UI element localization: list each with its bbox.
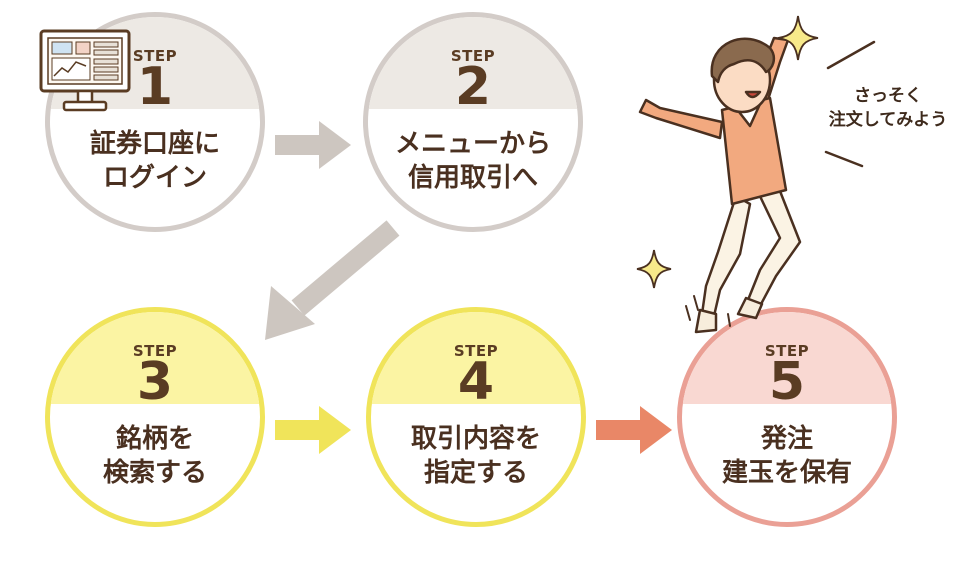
step-2-circle: STEP 2 メニューから 信用取引へ [363, 12, 583, 232]
step-number: 2 [454, 57, 492, 117]
monitor-icon [39, 29, 131, 112]
step-label: STEP [450, 47, 496, 65]
step-label: STEP [132, 342, 178, 360]
step-text: 発注 建玉を保有 [721, 424, 852, 488]
step-label: STEP [132, 47, 178, 65]
arrow-icon [275, 121, 351, 169]
step-label: STEP [764, 342, 810, 360]
step-3-circle: STEP 3 銘柄を 検索する [45, 307, 265, 527]
step-text: 取引内容を 指定する [410, 424, 541, 488]
step-5-circle: STEP 5 発注 建玉を保有 [677, 307, 897, 527]
arrow-icon [275, 406, 351, 454]
step-text: メニューから 信用取引へ [394, 129, 551, 193]
arrow-icon [265, 220, 400, 340]
sparkle-icon [777, 15, 819, 61]
arrow-icon [596, 406, 672, 454]
step-number: 3 [136, 352, 174, 412]
step-number: 5 [768, 352, 806, 412]
step-text: 銘柄を 検索する [102, 424, 207, 488]
step-label: STEP [453, 342, 499, 360]
step-text: 証券口座に ログイン [89, 129, 220, 193]
speech-text: さっそく 注文してみよう [828, 86, 948, 130]
step-number: 1 [136, 57, 174, 117]
step-number: 4 [457, 352, 495, 412]
step-4-circle: STEP 4 取引内容を 指定する [366, 307, 586, 527]
emphasis-lines [824, 40, 876, 168]
person-illustration [638, 36, 802, 334]
sparkle-icon [636, 249, 672, 289]
